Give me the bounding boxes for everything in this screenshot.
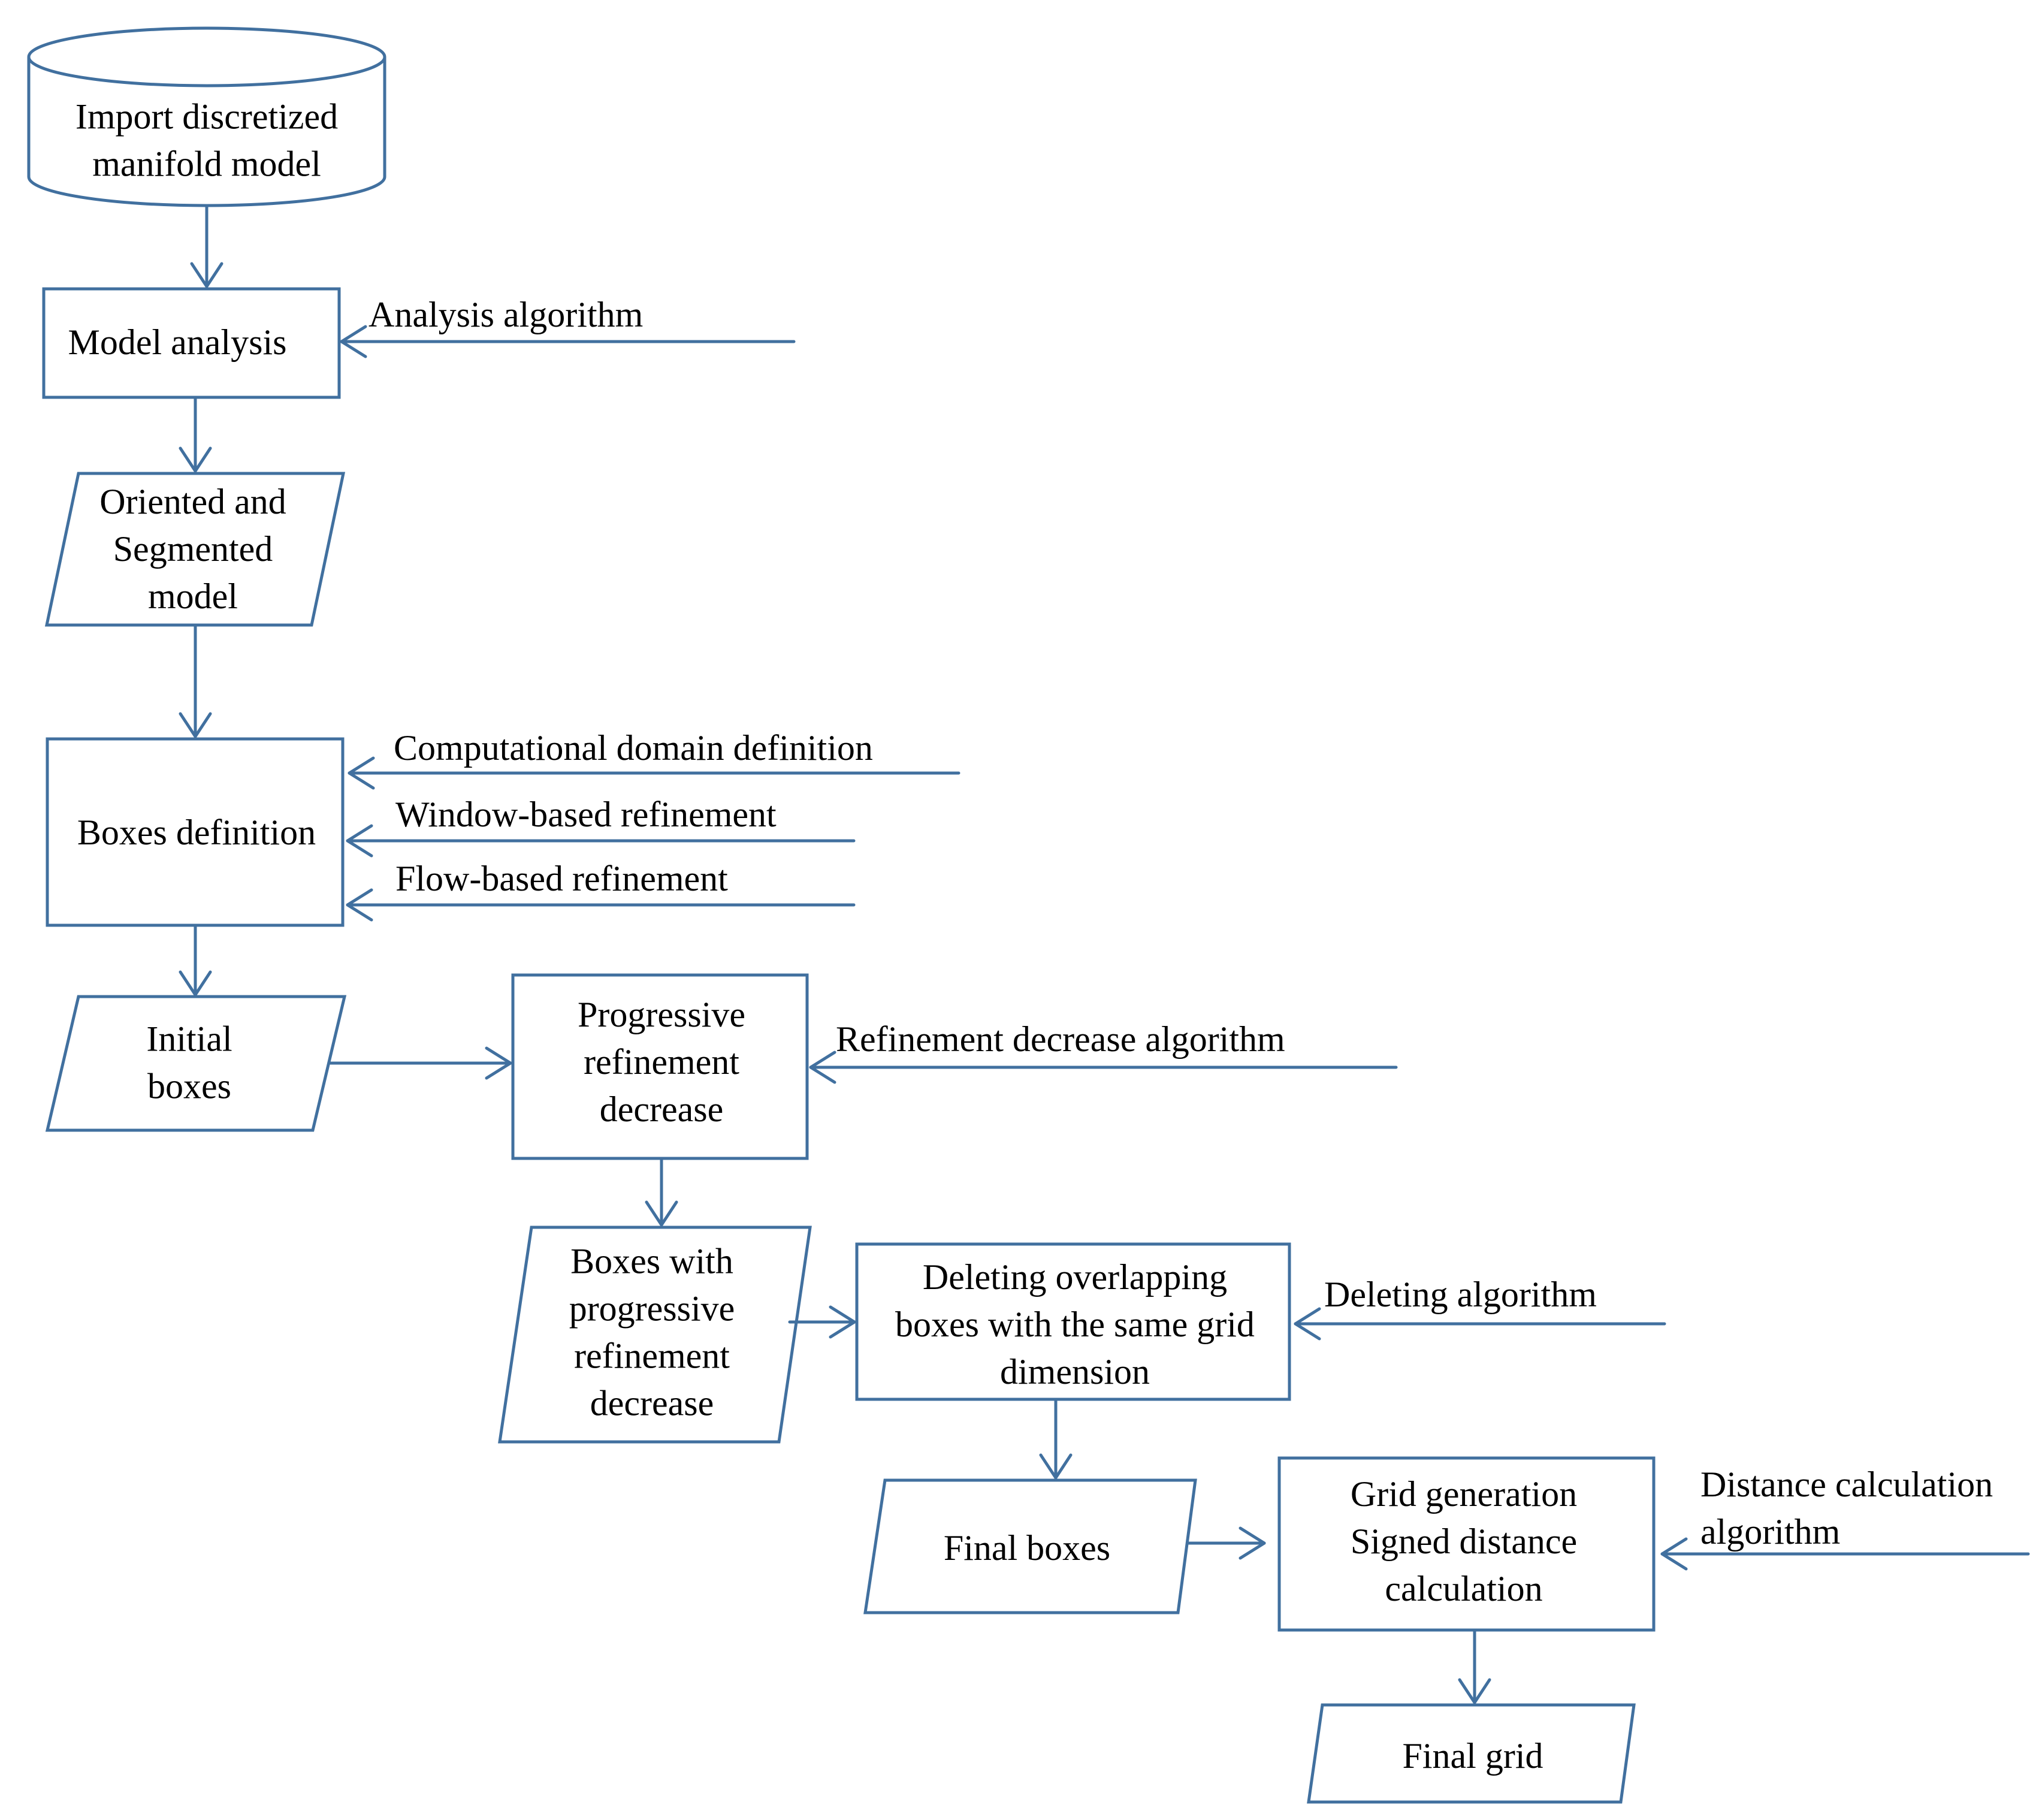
boxes-with-refinement-parallelogram	[498, 1226, 812, 1444]
deleting-overlapping-label-line: dimension	[1000, 1352, 1150, 1392]
progressive-refinement-label-line: Progressive	[578, 995, 745, 1034]
model-analysis-box	[42, 287, 341, 399]
distance-algorithm-label-line: algorithm	[1700, 1512, 1840, 1552]
progressive-refinement-label: Progressive refinement decrease	[578, 995, 745, 1129]
window-refinement-label-line: Window-based refinement	[395, 795, 777, 834]
arrow-import-to-analysis	[190, 205, 223, 288]
flow-connectors	[179, 205, 1491, 1704]
deleting-overlapping-label-line: boxes with the same grid	[895, 1305, 1255, 1344]
import-model-label-line: manifold model	[92, 144, 321, 184]
oriented-model-parallelogram	[44, 472, 346, 627]
progressive-refinement-label-line: refinement	[584, 1042, 739, 1082]
final-grid-node: Final grid	[1307, 1703, 1636, 1804]
input-connectors	[340, 325, 2030, 1571]
arrow-progressive-to-boxes-with	[645, 1157, 678, 1227]
final-grid-label-line: Final grid	[1403, 1736, 1543, 1776]
grid-generation-label-line: calculation	[1385, 1569, 1542, 1608]
arrow-window-refinement	[346, 824, 856, 858]
arrow-initial-to-progressive	[328, 1046, 512, 1080]
boxes-definition-label-line: Boxes definition	[77, 813, 316, 852]
initial-boxes-label-line: boxes	[147, 1067, 231, 1106]
deleting-overlapping-label: Deleting overlapping boxes with the same …	[895, 1257, 1255, 1392]
final-grid-parallelogram	[1307, 1703, 1636, 1804]
boxes-definition-node: Boxes definition	[46, 737, 345, 927]
arrow-final-boxes-to-grid	[1187, 1526, 1266, 1560]
import-model-node: Import discretized manifold model	[27, 26, 386, 207]
arrow-analysis-algorithm	[340, 325, 796, 358]
initial-boxes-label-line: Initial	[146, 1019, 232, 1059]
import-model-label: Import discretized manifold model	[75, 97, 338, 184]
grid-generation-box	[1277, 1456, 1656, 1632]
deleting-overlapping-node: Deleting overlapping boxes with the same …	[855, 1242, 1291, 1401]
model-analysis-label: Model analysis	[68, 322, 287, 362]
boxes-with-refinement-label-line: decrease	[590, 1384, 714, 1423]
final-boxes-parallelogram	[863, 1478, 1197, 1614]
initial-boxes-node: Initial boxes	[45, 995, 347, 1132]
oriented-model-label-line: model	[148, 577, 238, 616]
flow-refinement-label: Flow-based refinement	[395, 859, 728, 898]
oriented-model-label-line: Oriented and	[99, 482, 286, 521]
model-analysis-node: Model analysis	[42, 287, 341, 399]
final-boxes-label: Final boxes	[944, 1528, 1110, 1568]
boxes-with-refinement-label-line: progressive	[569, 1289, 735, 1329]
boxes-with-refinement-node: Boxes with progressive refinement decrease	[498, 1226, 812, 1444]
deleting-overlapping-label-line: Deleting overlapping	[923, 1257, 1227, 1297]
distance-algorithm-label-line: Distance calculation	[1700, 1465, 1993, 1504]
deleting-overlapping-box	[855, 1242, 1291, 1401]
refinement-decrease-algorithm-label-line: Refinement decrease algorithm	[836, 1019, 1285, 1059]
grid-generation-label-line: Signed distance	[1351, 1522, 1577, 1561]
arrow-flow-refinement	[346, 888, 856, 922]
input-labels: Analysis algorithm Computational domain …	[368, 295, 1993, 1552]
arrow-distance-algorithm	[1660, 1537, 2030, 1571]
arrow-oriented-to-boxes	[179, 623, 212, 738]
analysis-algorithm-label: Analysis algorithm	[368, 295, 643, 334]
arrow-deleting-algorithm	[1294, 1307, 1666, 1341]
arrow-analysis-to-oriented	[179, 396, 212, 473]
deleting-algorithm-label: Deleting algorithm	[1324, 1275, 1597, 1314]
boxes-with-refinement-label-line: Boxes with	[570, 1242, 733, 1281]
window-refinement-label: Window-based refinement	[395, 795, 777, 834]
grid-generation-label-line: Grid generation	[1351, 1474, 1577, 1514]
progressive-refinement-box	[511, 973, 809, 1160]
model-analysis-label-line: Model analysis	[68, 322, 287, 362]
flow-refinement-label-line: Flow-based refinement	[395, 859, 728, 898]
boxes-definition-box	[46, 737, 345, 927]
arrow-refinement-decrease-algorithm	[809, 1051, 1398, 1084]
arrow-grid-to-final-grid	[1458, 1628, 1491, 1704]
progressive-refinement-label-line: decrease	[600, 1089, 723, 1129]
analysis-algorithm-label-line: Analysis algorithm	[368, 295, 643, 334]
initial-boxes-parallelogram	[45, 995, 347, 1132]
boxes-with-refinement-label: Boxes with progressive refinement decrease	[569, 1242, 735, 1423]
arrow-computational-domain	[348, 756, 960, 790]
computational-domain-label: Computational domain definition	[394, 728, 873, 768]
distance-algorithm-label: Distance calculation algorithm	[1700, 1465, 1993, 1552]
arrow-boxes-to-initial	[179, 923, 212, 997]
refinement-decrease-algorithm-label: Refinement decrease algorithm	[836, 1019, 1285, 1059]
arrow-boxes-with-to-deleting	[788, 1305, 856, 1339]
oriented-model-label-line: Segmented	[113, 529, 273, 569]
arrow-deleting-to-final-boxes	[1039, 1398, 1073, 1480]
import-model-label-line: Import discretized	[75, 97, 338, 137]
progressive-refinement-node: Progressive refinement decrease	[511, 973, 809, 1160]
final-boxes-label-line: Final boxes	[944, 1528, 1110, 1568]
final-boxes-node: Final boxes	[863, 1478, 1197, 1614]
computational-domain-label-line: Computational domain definition	[394, 728, 873, 768]
boxes-definition-label: Boxes definition	[77, 813, 316, 852]
initial-boxes-label: Initial boxes	[146, 1019, 232, 1106]
deleting-algorithm-label-line: Deleting algorithm	[1324, 1275, 1597, 1314]
boxes-with-refinement-label-line: refinement	[574, 1336, 730, 1376]
import-model-cylinder-top	[27, 56, 386, 87]
final-grid-label: Final grid	[1403, 1736, 1543, 1776]
